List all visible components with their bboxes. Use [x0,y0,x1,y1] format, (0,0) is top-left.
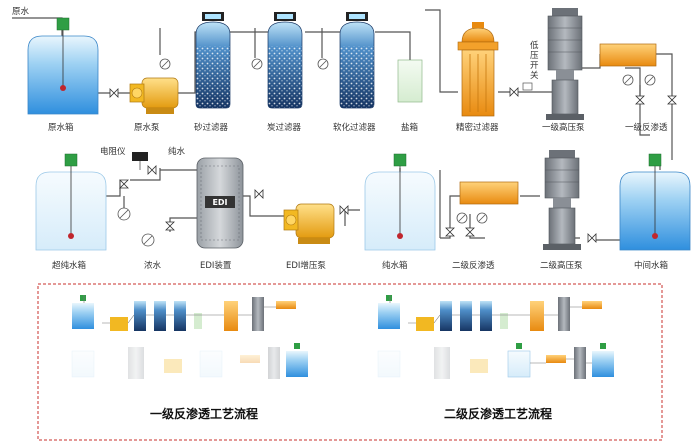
left-thumbnail-title: 一级反渗透工艺流程 [150,406,258,421]
primary-hp-pump-label: 一级高压泵 [542,122,585,133]
pressure-gauge-icon [644,74,656,86]
raw-water-tank [27,17,99,115]
softener-filter-label: 软化过滤器 [333,122,376,133]
valve-icon [509,87,519,97]
valve-icon [109,88,119,98]
pure-water-tank [364,153,436,251]
pressure-gauge-icon [476,212,488,224]
valve-icon [635,95,645,105]
raw-water-pump-label: 原水泵 [134,122,160,133]
carbon-filter-label: 炭过滤器 [267,122,302,133]
pure-water-tank-label: 纯水箱 [382,260,408,271]
resistivity-meter [132,152,148,170]
intermediate-water-tank [619,153,691,251]
pressure-gauge-icon [141,233,155,247]
secondary-ro-label: 二级反渗透 [452,260,495,271]
pressure-gauge-icon [159,58,171,70]
precision-filter-label: 精密过滤器 [456,122,499,133]
edi-booster-pump [283,203,335,244]
raw-water-tank-label: 原水箱 [48,122,74,133]
pressure-gauge-icon [117,207,131,221]
low-pressure-switch-label: 低压开关 [530,40,539,81]
right-thumbnail-title: 二级反渗透工艺流程 [444,406,552,421]
secondary-hp-pump-label: 二级高压泵 [540,260,583,271]
raw-water-pump [129,77,179,114]
sand-filter-label: 砂过滤器 [194,122,229,133]
valve-icon [587,233,597,243]
pressure-gauge-icon [251,58,263,70]
pure-water-out-label: 纯水 [168,146,186,157]
pressure-gauge-icon [317,58,329,70]
check-valve-icon [119,179,129,189]
raw-water-inlet-label: 原水 [12,6,30,17]
thumbnail-primary-ro [71,295,308,379]
secondary-ro-membrane [456,181,519,224]
low-pressure-switch: 低压开关 [522,40,539,91]
edi-device: EDI [196,157,244,249]
thumbnails-frame [37,283,663,441]
valve-icon [165,221,175,231]
valve-icon [147,165,157,175]
ultrapure-water-tank [35,153,107,251]
valve-icon [445,227,455,237]
switch-icon [522,82,533,91]
edi-device-label: EDI装置 [200,260,232,271]
level-indicator-icon [648,153,662,167]
primary-ro-label: 一级反渗透 [625,122,668,133]
flowmeter-icon [622,74,634,86]
edi-booster-pump-label: EDI增压泵 [286,260,326,271]
sand-filter [195,12,231,109]
level-indicator-icon [64,153,78,167]
resistivity-meter-icon [132,152,148,161]
flowmeter-icon [456,212,468,224]
primary-hp-pump [546,8,584,120]
valve-icon [667,95,677,105]
concentrate-label: 浓水 [144,260,162,271]
level-indicator-icon [56,17,70,31]
level-indicator-icon [393,153,407,167]
ultrapure-tank-label: 超纯水箱 [52,260,87,271]
thumbnail-secondary-ro [377,295,614,379]
carbon-filter [267,12,303,109]
valve-icon [254,189,264,199]
edi-badge-label: EDI [212,198,227,207]
salt-tank [397,54,423,103]
softener-filter [339,12,375,109]
primary-ro-membrane [599,43,657,86]
valve-icon [339,205,349,215]
salt-tank-label: 盐箱 [401,122,419,133]
precision-filter [457,22,499,117]
intermediate-tank-label: 中间水箱 [634,260,669,271]
secondary-hp-pump [543,150,581,250]
resistivity-meter-label: 电阻仪 [100,146,126,157]
valve-icon [465,227,475,237]
